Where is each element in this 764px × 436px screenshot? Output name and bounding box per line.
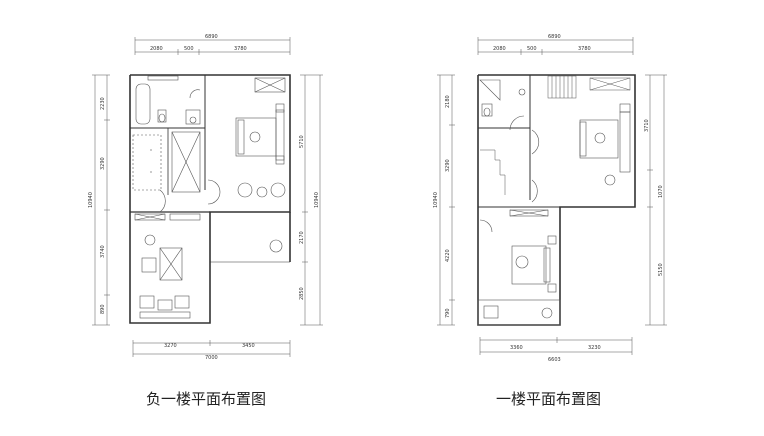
left-dim-top-2: 500 bbox=[184, 46, 194, 52]
left-dim-left-1: 2230 bbox=[100, 97, 106, 110]
right-dim-top-3: 3780 bbox=[578, 46, 591, 52]
left-bedroom-furniture bbox=[207, 77, 286, 205]
right-dim-right-1: 3710 bbox=[644, 119, 650, 132]
right-dim-left-4: 790 bbox=[445, 308, 451, 318]
right-dim-top-1: 2080 bbox=[493, 46, 506, 52]
left-floor-plan: 6890 2080 500 3780 2230 3290 3740 890 10… bbox=[88, 34, 323, 361]
right-floor-plan: 6890 2080 500 3780 2180 3290 4220 790 10… bbox=[433, 34, 667, 363]
left-dim-right-total: 10940 bbox=[314, 192, 320, 208]
right-dim-left-total: 10940 bbox=[433, 192, 439, 208]
left-top-dimensions bbox=[134, 37, 291, 55]
left-dim-left-4: 890 bbox=[100, 304, 106, 314]
left-plan-caption: 负一楼平面布置图 bbox=[146, 390, 267, 408]
left-dim-right-2: 2170 bbox=[299, 231, 305, 244]
right-dim-bottom-1: 3360 bbox=[510, 345, 523, 351]
left-dim-bottom-1: 3270 bbox=[164, 343, 177, 349]
right-dim-bottom-2: 3230 bbox=[588, 345, 601, 351]
left-dim-right-3: 2850 bbox=[299, 287, 305, 300]
left-bathroom-fixtures bbox=[135, 75, 201, 125]
left-dim-bottom-total: 7000 bbox=[205, 355, 218, 361]
left-dim-left-2: 3290 bbox=[100, 157, 106, 170]
right-dim-left-1: 2180 bbox=[445, 95, 451, 108]
left-dim-top-3: 3780 bbox=[234, 46, 247, 52]
right-dim-right-2: 1070 bbox=[658, 185, 664, 198]
left-dim-right-1: 5710 bbox=[299, 135, 305, 148]
right-dim-left-3: 4220 bbox=[445, 249, 451, 262]
right-dim-bottom-total: 6603 bbox=[548, 357, 561, 363]
right-right-dimensions bbox=[645, 74, 667, 326]
right-dim-top-total: 6890 bbox=[548, 34, 561, 40]
left-dim-left-total: 10940 bbox=[88, 192, 94, 208]
left-study-furniture bbox=[134, 213, 283, 319]
right-dim-left-2: 3290 bbox=[445, 159, 451, 172]
right-bottom-dimensions bbox=[479, 337, 633, 355]
right-lower-bedroom bbox=[477, 209, 561, 326]
right-dimension-labels: 6890 2080 500 3780 2180 3290 4220 790 10… bbox=[433, 34, 664, 363]
left-bottom-dimensions bbox=[132, 340, 291, 357]
left-dim-top-total: 6890 bbox=[205, 34, 218, 40]
left-left-dimensions bbox=[92, 74, 110, 326]
left-dim-top-1: 2080 bbox=[150, 46, 163, 52]
right-dim-top-2: 500 bbox=[527, 46, 537, 52]
right-bathroom-fixtures bbox=[479, 79, 526, 131]
right-stairs bbox=[480, 75, 631, 195]
left-right-dimensions bbox=[300, 74, 323, 326]
right-upper-bedroom bbox=[531, 103, 631, 203]
right-top-dimensions bbox=[477, 37, 634, 55]
left-corridor-items bbox=[132, 131, 201, 213]
left-dimension-labels: 6890 2080 500 3780 2230 3290 3740 890 10… bbox=[88, 34, 320, 361]
right-plan-caption: 一楼平面布置图 bbox=[496, 390, 602, 408]
left-dim-bottom-2: 3450 bbox=[242, 343, 255, 349]
right-walls bbox=[477, 74, 636, 326]
left-dim-left-3: 3740 bbox=[100, 245, 106, 258]
right-left-dimensions bbox=[437, 74, 455, 326]
right-dim-right-3: 5150 bbox=[658, 263, 664, 276]
left-walls bbox=[129, 74, 291, 324]
